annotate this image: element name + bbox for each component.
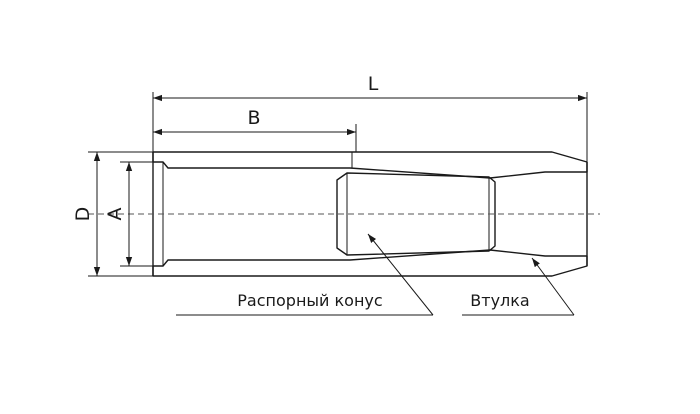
leader-sleeve: [531, 257, 575, 316]
callout-cone: Распорный конус: [237, 291, 382, 310]
leader-cone: [367, 233, 434, 316]
dim-label-l: L: [368, 73, 379, 95]
dim-label-a: A: [104, 208, 126, 221]
dim-label-b: B: [247, 107, 260, 129]
dim-label-d: D: [72, 207, 94, 222]
sleeve-wall-top: [152, 151, 588, 179]
callout-sleeve: Втулка: [470, 291, 529, 310]
sleeve-wall-bottom: [152, 249, 588, 277]
